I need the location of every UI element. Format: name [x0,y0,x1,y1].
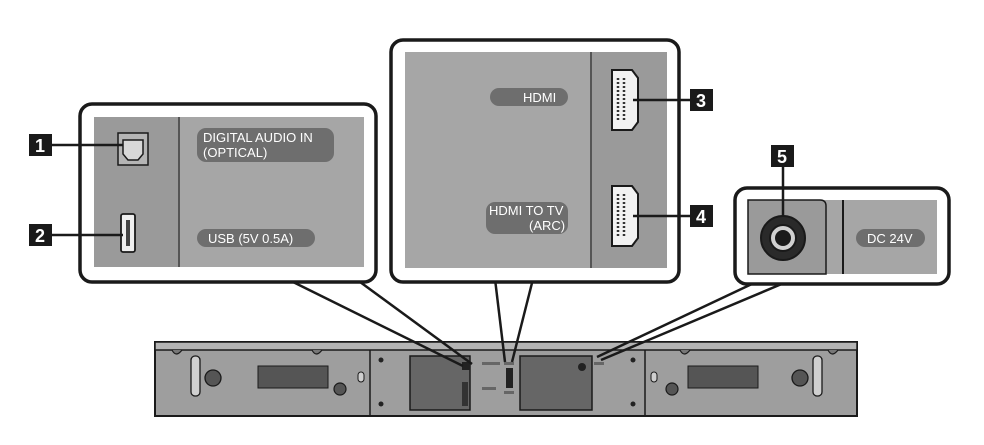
zoom-panel-dc: DC 24V [733,186,951,286]
dc-jack-small [578,363,586,371]
optical-port-icon [122,139,144,161]
label-optical-line2: (OPTICAL) [203,145,267,160]
label-optical-bg [197,128,334,162]
callout-number-4: 4 [696,207,706,227]
label-hdmi-bg [490,88,568,106]
callout-number-5: 5 [777,147,787,167]
zoom-line-center-2 [510,278,535,363]
soundbar-foot-right [827,349,839,355]
label-hdmi-tv-line1: HDMI TO TV [489,203,564,218]
wall-mount-slot-left [190,355,201,397]
zoom-panel-optical-usb: DIGITAL AUDIO IN (OPTICAL) USB (5V 0.5A) [78,102,378,284]
zoom-lines [286,277,785,368]
callout-number-3: 3 [696,91,706,111]
rating-label-right [687,365,759,389]
label-usb: USB (5V 0.5A) [208,231,293,246]
soundbar-top-edge [154,341,858,351]
small-label-dc [594,362,604,365]
callout-number-2: 2 [35,226,45,246]
hdmi-port-4-pins [616,194,626,238]
soundbar-foot-mid-right [679,349,691,355]
small-label-3 [504,362,514,365]
screw-dot-right-2 [630,401,636,407]
hdmi-port-3-pins [616,78,626,122]
rating-label-left [257,365,329,389]
screw-dot-left-2 [378,401,384,407]
dc-jack-pin [775,230,791,246]
callout-badge-1: 1 [29,134,52,156]
screw-left [333,382,347,396]
callout-badge-2: 2 [29,224,52,246]
screw-slot-right [650,371,658,383]
label-hdmi: HDMI [523,90,556,105]
zoom-panel-hdmi: HDMI HDMI TO TV (ARC) [389,38,681,284]
hdmi-port-small-2 [506,378,513,388]
callout-badge-4: 4 [690,205,713,227]
callout-badge-3: 3 [690,89,713,111]
callout-badge-5: 5 [771,145,794,167]
usb-port-tongue [126,220,130,246]
label-dc-bg [856,229,925,247]
rubber-foot-left [204,369,222,387]
zoom-line-center-1 [493,278,507,363]
zoom-line-right-1 [596,281,755,359]
small-label-1 [482,362,500,365]
callout-number-1: 1 [35,136,45,156]
soundbar-rear-view [154,341,858,417]
wall-mount-slot-right [812,355,823,397]
zoom-line-right-2 [600,281,785,362]
label-hdmi-tv-line2: (ARC) [529,218,565,233]
screw-dot-left-1 [378,357,384,363]
label-usb-bg [197,229,315,247]
callout-leaders [52,98,785,237]
optical-port-small [462,362,470,370]
screw-dot-right-1 [630,357,636,363]
hdmi-port-small-1 [506,368,513,378]
soundbar-foot-left [171,349,183,355]
screw-right [665,382,679,396]
label-optical-line1: DIGITAL AUDIO IN [203,130,313,145]
zoom-line-left-2 [355,277,473,366]
label-dc: DC 24V [867,231,913,246]
small-label-2 [482,387,496,390]
zoom-line-left-1 [286,277,464,368]
usb-port-small [462,382,468,406]
label-hdmi-tv-bg [486,202,568,234]
rubber-foot-right [791,369,809,387]
soundbar-foot-mid-left [311,349,323,355]
small-label-4 [504,391,514,394]
screw-slot-left [357,371,365,383]
